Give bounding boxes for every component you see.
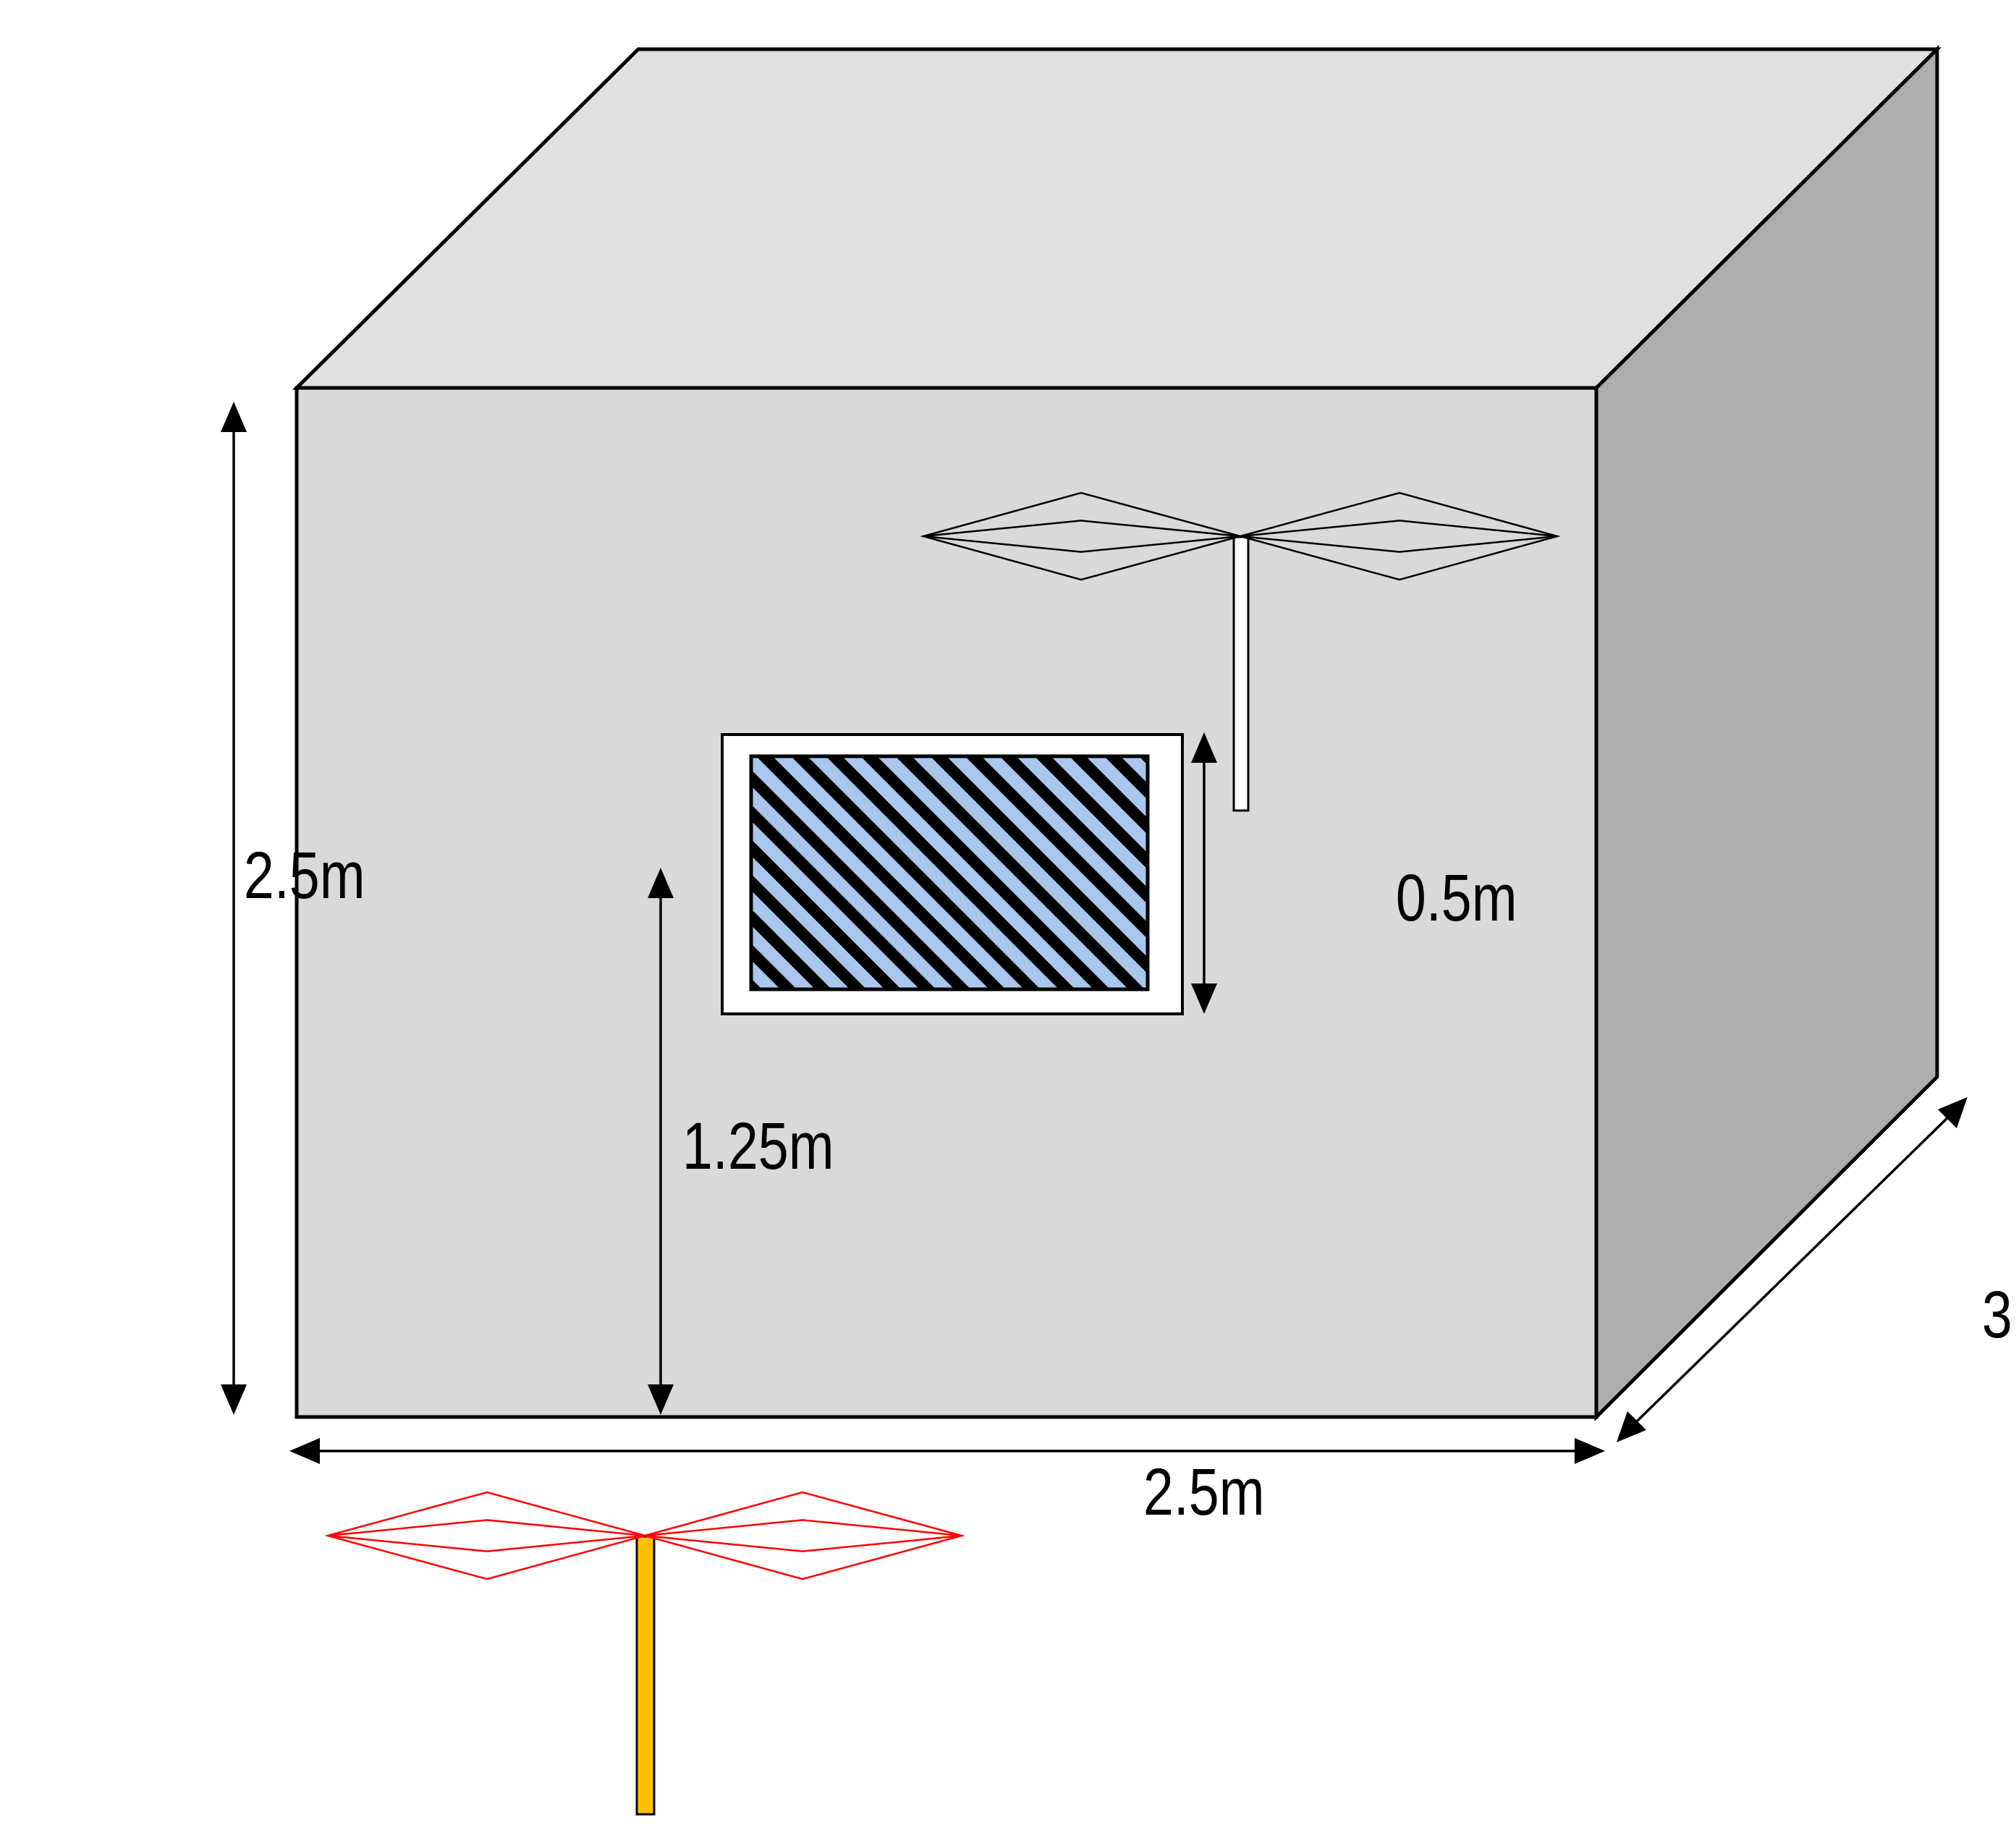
arrowhead-left: [289, 1438, 320, 1464]
window: [721, 733, 1184, 1015]
biconical-antenna-outside: [324, 1491, 965, 1581]
window-glass: [749, 754, 1150, 991]
arrowhead-up: [221, 402, 247, 432]
dimension-depth: [1617, 1097, 1968, 1442]
height-label: 2.5m: [244, 838, 365, 913]
dimension-width: [289, 1438, 1605, 1464]
width-label: 2.5m: [1143, 1455, 1265, 1529]
arrowhead-depth-far: [1938, 1097, 1968, 1128]
window-elevation-label: 1.25m: [682, 1109, 834, 1183]
arrowhead-down: [221, 1384, 247, 1415]
antenna-cone-inner-right: [1240, 520, 1558, 553]
arrowhead-right: [1575, 1438, 1605, 1464]
antenna-cone-inner-left: [327, 1519, 645, 1552]
biconical-antenna-inside: [920, 491, 1561, 581]
transmitting-antenna: [324, 1491, 965, 1816]
antenna-cone-inner-left: [923, 520, 1241, 553]
antenna-cone-outer-right: [641, 1491, 965, 1581]
dimension-window-elevation: [648, 868, 674, 1415]
dimension-height: [221, 402, 247, 1415]
arrowhead-up: [1191, 732, 1217, 763]
depth-label: 3.0m: [1982, 1277, 2016, 1352]
receiving-antenna: [920, 491, 1561, 812]
antenna-cone-outer-left: [324, 1491, 648, 1581]
arrowhead-depth-near: [1617, 1411, 1646, 1442]
arrowhead-down: [648, 1384, 674, 1415]
antenna-mast-inside: [1232, 536, 1250, 812]
dimension-window-height: [1191, 732, 1217, 1014]
room-box: [292, 44, 1942, 1422]
window-height-label: 0.5m: [1396, 860, 1517, 935]
antenna-cone-inner-right: [644, 1519, 962, 1552]
antenna-mast-outside: [635, 1535, 656, 1816]
arrowhead-up: [648, 868, 674, 898]
arrowhead-down: [1191, 983, 1217, 1014]
